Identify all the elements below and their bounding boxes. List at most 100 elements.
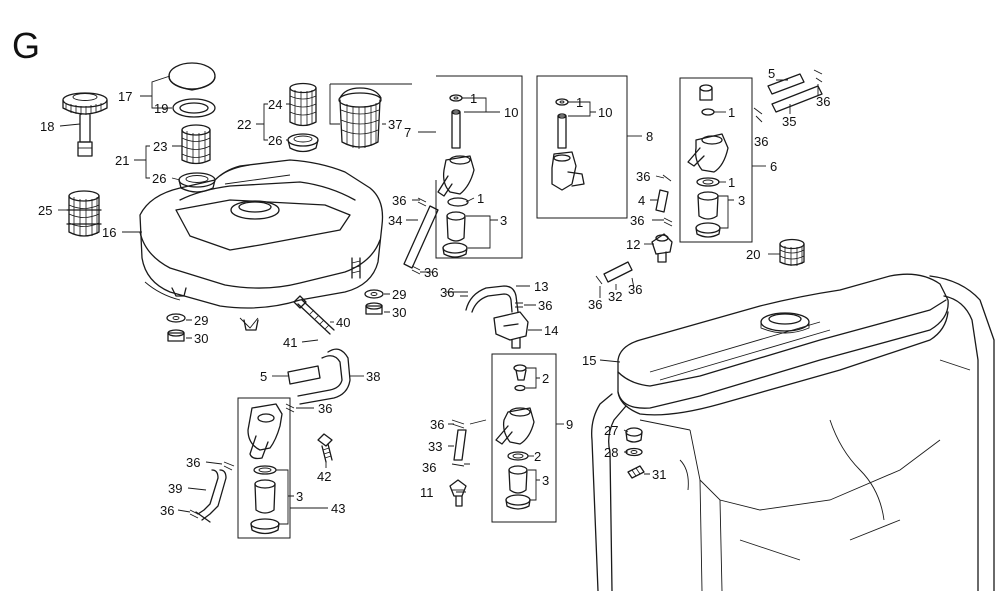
callout-22: 22 <box>237 117 251 132</box>
callout-1-g7: 1 <box>477 191 484 206</box>
callout-12: 12 <box>626 237 640 252</box>
callout-20: 20 <box>746 247 760 262</box>
cap-17-gasket-19 <box>168 62 216 118</box>
callout-1-g8: 1 <box>576 95 583 110</box>
fuel-cock-6 <box>679 77 753 243</box>
joint-12-hose-32 <box>603 233 673 283</box>
callout-11: 11 <box>420 485 434 500</box>
callout-41: 41 <box>283 335 297 350</box>
callout-36-i: 36 <box>422 460 436 475</box>
callout-13: 13 <box>534 279 548 294</box>
bolt-42 <box>317 433 333 463</box>
callout-16: 16 <box>102 225 116 240</box>
hose-34 <box>403 205 439 269</box>
callout-1-g6: 1 <box>728 105 735 120</box>
callout-28: 28 <box>604 445 618 460</box>
section-letter: G <box>12 25 40 66</box>
callout-42: 42 <box>317 469 331 484</box>
callout-10-center: 10 <box>598 105 612 120</box>
hose-39 <box>195 469 227 523</box>
callout-18: 18 <box>40 119 54 134</box>
strainer-24-ring-26 <box>287 82 319 153</box>
callout-15: 15 <box>582 353 596 368</box>
bolt-40-washers-29-30 <box>166 257 384 342</box>
callout-35: 35 <box>782 114 796 129</box>
generator-frame <box>591 275 995 591</box>
callout-36-d: 36 <box>392 193 406 208</box>
strainer-23-ring-26 <box>178 124 216 193</box>
callout-36-k: 36 <box>754 134 768 149</box>
callout-25: 25 <box>38 203 52 218</box>
callout-38: 38 <box>366 369 380 384</box>
callout-36-g: 36 <box>538 298 552 313</box>
hose-4 <box>655 189 669 213</box>
callout-36-o: 36 <box>588 297 602 312</box>
callout-1-g7-top: 1 <box>470 91 477 106</box>
strainer-37 <box>338 87 382 149</box>
callout-34: 34 <box>388 213 402 228</box>
fuel-cock-9 <box>491 353 557 523</box>
callout-36-j: 36 <box>816 94 830 109</box>
callout-2-mid: 2 <box>534 449 541 464</box>
callout-19: 19 <box>154 101 168 116</box>
callout-4: 4 <box>638 193 645 208</box>
callout-8: 8 <box>646 129 653 144</box>
leader-lines <box>58 75 819 525</box>
callout-36-f: 36 <box>440 285 454 300</box>
callout-3-g6: 3 <box>738 193 745 208</box>
callout-6: 6 <box>770 159 777 174</box>
callout-36-e: 36 <box>424 265 438 280</box>
callout-17: 17 <box>118 89 132 104</box>
callout-36-m: 36 <box>630 213 644 228</box>
hose-33-drain-11 <box>449 429 467 507</box>
callout-21: 21 <box>115 153 129 168</box>
callout-26b: 26 <box>268 133 282 148</box>
fuel-tank-left <box>139 159 384 331</box>
callout-27: 27 <box>604 423 618 438</box>
callout-3-g9: 3 <box>542 473 549 488</box>
callout-3-left: 3 <box>296 489 303 504</box>
hose-13-fitting-14 <box>465 285 529 349</box>
callout-36-n: 36 <box>628 282 642 297</box>
callout-5-right: 5 <box>768 66 775 81</box>
callout-39: 39 <box>168 481 182 496</box>
fuel-tank-right <box>617 273 949 416</box>
hose-38-tube-5 <box>287 348 351 405</box>
callout-43: 43 <box>331 501 345 516</box>
callout-3-g7: 3 <box>500 213 507 228</box>
callout-36-h: 36 <box>430 417 444 432</box>
callout-37: 37 <box>388 117 402 132</box>
callout-10-left: 10 <box>504 105 518 120</box>
callout-labels: 17 19 18 21 23 26 25 16 22 24 26 37 29 3… <box>38 66 830 518</box>
callout-1-g6b: 1 <box>728 175 735 190</box>
strainer-25 <box>66 190 102 237</box>
callout-23: 23 <box>153 139 167 154</box>
grommet-27-28-screw-31 <box>625 427 645 479</box>
callout-32: 32 <box>608 289 622 304</box>
fuel-cap-18 <box>62 92 108 157</box>
callout-30-left: 30 <box>194 331 208 346</box>
callout-33: 33 <box>428 439 442 454</box>
callout-40: 40 <box>336 315 350 330</box>
fuel-cock-7 <box>435 75 523 259</box>
callout-2-top: 2 <box>542 371 549 386</box>
callout-26: 26 <box>152 171 166 186</box>
fuel-cock-43 <box>237 397 291 539</box>
callout-14: 14 <box>544 323 558 338</box>
clips-36 <box>189 69 823 519</box>
callout-30-right: 30 <box>392 305 406 320</box>
pipe-35 <box>767 73 823 113</box>
strainer-20 <box>779 238 805 266</box>
callout-29-left: 29 <box>194 313 208 328</box>
callout-7: 7 <box>404 125 411 140</box>
callout-29-right: 29 <box>392 287 406 302</box>
callout-9: 9 <box>566 417 573 432</box>
callout-36-c: 36 <box>160 503 174 518</box>
callout-36-l: 36 <box>636 169 650 184</box>
callout-5-left: 5 <box>260 369 267 384</box>
callout-36-b: 36 <box>186 455 200 470</box>
callout-31: 31 <box>652 467 666 482</box>
callout-24: 24 <box>268 97 282 112</box>
callout-36-a: 36 <box>318 401 332 416</box>
